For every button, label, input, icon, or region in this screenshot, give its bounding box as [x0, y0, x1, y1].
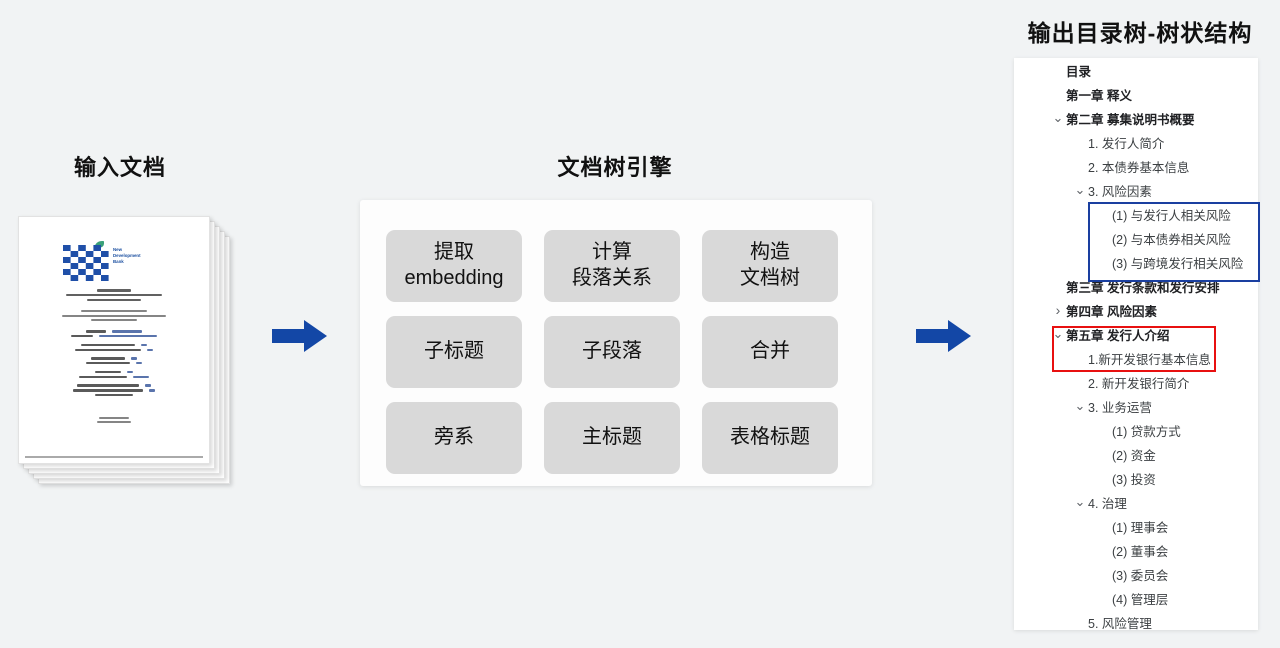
tree-row-label: 2. 本债券基本信息: [1088, 160, 1190, 175]
tree-row[interactable]: ⌄第二章 募集说明书概要: [1014, 106, 1258, 130]
tree-row-label: 5. 风险管理: [1088, 616, 1152, 631]
op-table-caption[interactable]: 表格标题: [702, 402, 838, 474]
engine-operations-grid: 提取 embedding 计算 段落关系 构造 文档树 子标题 子段落 合并 旁…: [386, 230, 838, 474]
tree-row-label: 第五章 发行人介绍: [1066, 328, 1170, 343]
tree-row[interactable]: 2. 本债券基本信息: [1014, 154, 1258, 178]
document-footer-rule: [25, 456, 203, 458]
tree-row[interactable]: ⌄第五章 发行人介绍: [1014, 322, 1258, 346]
arrow-input-to-engine-icon: [272, 319, 328, 353]
input-documents-title: 输入文档: [73, 155, 166, 180]
tree-row[interactable]: (2) 资金: [1014, 442, 1258, 466]
tree-row[interactable]: (2) 与本债券相关风险: [1014, 226, 1258, 250]
tree-row-label: (3) 委员会: [1112, 568, 1169, 583]
chevron-right-icon[interactable]: ›: [1055, 302, 1061, 318]
tree-row[interactable]: 2. 新开发银行简介: [1014, 370, 1258, 394]
tree-row[interactable]: ⌄3. 业务运营: [1014, 394, 1258, 418]
tree-row[interactable]: (4) 管理层: [1014, 586, 1258, 610]
tree-row[interactable]: 5. 风险管理: [1014, 610, 1258, 631]
tree-row[interactable]: (3) 投资: [1014, 466, 1258, 490]
tree-row[interactable]: (3) 委员会: [1014, 562, 1258, 586]
tree-row-label: 1.新开发银行基本信息: [1088, 352, 1211, 367]
tree-row[interactable]: (1) 理事会: [1014, 514, 1258, 538]
op-merge[interactable]: 合并: [702, 316, 838, 388]
tree-row-label: 第一章 释义: [1066, 88, 1132, 103]
op-sub-heading[interactable]: 子标题: [386, 316, 522, 388]
chevron-down-icon[interactable]: ⌄: [1074, 494, 1086, 509]
tree-row[interactable]: 1. 发行人简介: [1014, 130, 1258, 154]
document-cover-text-block: [19, 289, 209, 425]
tree-row[interactable]: (2) 董事会: [1014, 538, 1258, 562]
tree-row[interactable]: 1.新开发银行基本信息: [1014, 346, 1258, 370]
tree-row[interactable]: 第三章 发行条款和发行安排: [1014, 274, 1258, 298]
tree-row[interactable]: ⌄3. 风险因素: [1014, 178, 1258, 202]
tree-row[interactable]: 目录: [1014, 58, 1258, 82]
tree-row-label: (2) 资金: [1112, 448, 1156, 463]
tree-row-label: 第二章 募集说明书概要: [1066, 112, 1195, 127]
tree-row-label: (1) 贷款方式: [1112, 424, 1181, 439]
tree-row-label: 第三章 发行条款和发行安排: [1066, 280, 1220, 295]
engine-title: 文档树引擎: [557, 155, 673, 180]
tree-row[interactable]: (3) 与跨境发行相关风险: [1014, 250, 1258, 274]
tree-row[interactable]: › 第四章 风险因素: [1014, 298, 1258, 322]
tree-row[interactable]: ⌄4. 治理: [1014, 490, 1258, 514]
op-extract-embedding[interactable]: 提取 embedding: [386, 230, 522, 302]
tree-row-label: 2. 新开发银行简介: [1088, 376, 1190, 391]
tree-row-label: (2) 与本债券相关风险: [1112, 232, 1231, 247]
op-main-heading[interactable]: 主标题: [544, 402, 680, 474]
tree-row-label: 3. 业务运营: [1088, 400, 1152, 415]
leaf-icon: [95, 241, 104, 248]
tree-row[interactable]: (1) 贷款方式: [1014, 418, 1258, 442]
tree-row[interactable]: (1) 与发行人相关风险: [1014, 202, 1258, 226]
engine-card: 提取 embedding 计算 段落关系 构造 文档树 子标题 子段落 合并 旁…: [360, 200, 872, 486]
new-development-bank-logo-icon: [63, 245, 109, 281]
op-compute-paragraph-relation[interactable]: 计算 段落关系: [544, 230, 680, 302]
tree-row-label: 4. 治理: [1088, 496, 1127, 511]
tree-row[interactable]: 第一章 释义: [1014, 82, 1258, 106]
tree-row-label: (1) 理事会: [1112, 520, 1169, 535]
tree-row-label: 第四章 风险因素: [1066, 304, 1157, 319]
tree-row-label: (3) 投资: [1112, 472, 1156, 487]
output-tree-title: 输出目录树-树状结构: [1027, 20, 1253, 46]
chevron-down-icon[interactable]: ⌄: [1052, 110, 1064, 125]
op-collateral-relation[interactable]: 旁系: [386, 402, 522, 474]
arrow-engine-to-output-icon: [916, 319, 972, 353]
tree-row-label: 目录: [1066, 64, 1092, 79]
chevron-down-icon[interactable]: ⌄: [1074, 398, 1086, 413]
tree-row-label: 1. 发行人简介: [1088, 136, 1165, 151]
tree-row-label: (2) 董事会: [1112, 544, 1169, 559]
chevron-down-icon[interactable]: ⌄: [1052, 326, 1064, 341]
op-sub-paragraph[interactable]: 子段落: [544, 316, 680, 388]
tree-row-label: (1) 与发行人相关风险: [1112, 208, 1231, 223]
tree-row-label: (3) 与跨境发行相关风险: [1112, 256, 1244, 271]
chevron-down-icon[interactable]: ⌄: [1074, 182, 1086, 197]
tree-row-label: 3. 风险因素: [1088, 184, 1152, 199]
tree-row-label: (4) 管理层: [1112, 592, 1169, 607]
op-build-document-tree[interactable]: 构造 文档树: [702, 230, 838, 302]
